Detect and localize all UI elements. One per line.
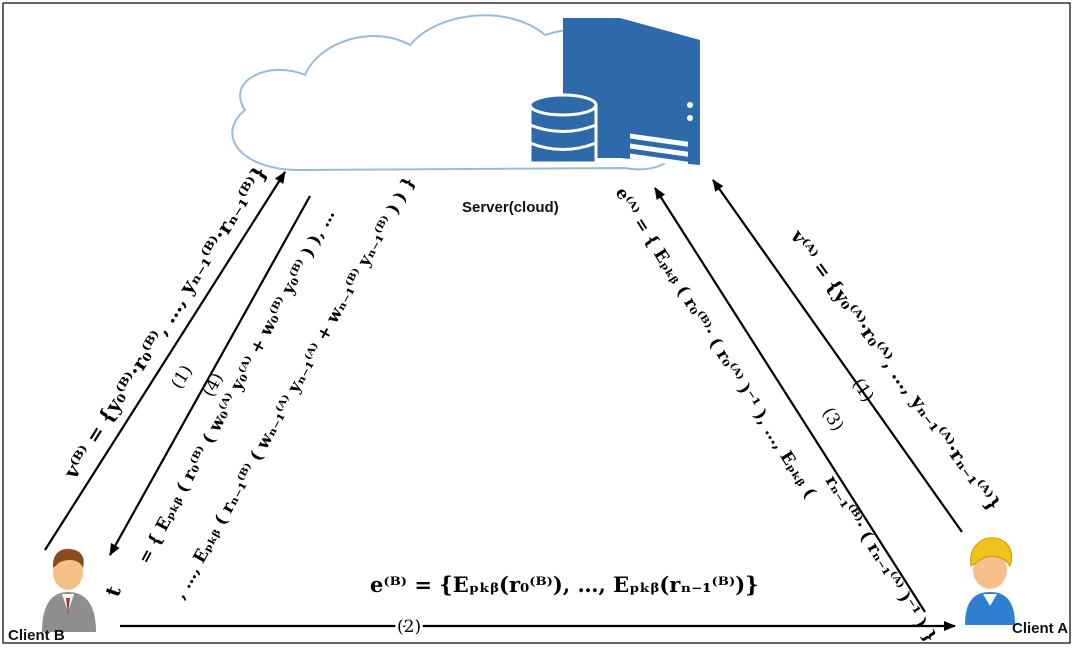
step-label-1-right: (1) xyxy=(848,375,878,406)
arrow-step-3 xyxy=(654,187,926,613)
arrow-step-4 xyxy=(109,195,311,556)
formula-v-a: v⁽ᴬ⁾ = {y₀⁽ᴬ⁾·r₀⁽ᴬ⁾, …, yₙ₋₁⁽ᴬ⁾·rₙ₋₁⁽ᴬ⁾} xyxy=(785,225,1004,515)
formula-e-a-line1: e⁽ᴬ⁾ = { Eₚₖᵦ ( r₀⁽ᴮ⁾· ( r₀⁽ᴬ⁾ )⁻¹ ), …,… xyxy=(611,184,820,502)
formula-t-prefix: t xyxy=(100,582,126,600)
server-label: Server(cloud) xyxy=(462,199,559,216)
step-label-1-left: (1) xyxy=(167,362,197,393)
database-icon xyxy=(528,93,598,165)
arrow-step-1-client-b xyxy=(44,171,286,551)
formula-e-a-line2: rₙ₋₁⁽ᴮ⁾· ( rₙ₋₁⁽ᴬ⁾ )⁻¹ ) } xyxy=(821,472,940,646)
client-b-label: Client B xyxy=(8,627,65,644)
arrow-step-1-client-a xyxy=(712,179,963,533)
client-b-avatar-icon xyxy=(42,548,96,632)
client-a-label: Client A xyxy=(1012,620,1068,637)
client-a-avatar-icon xyxy=(965,537,1015,625)
step-label-3-right: (3) xyxy=(818,404,848,435)
step-label-2-bottom: (2) xyxy=(397,617,421,637)
formula-e-b: e⁽ᴮ⁾ = {Eₚₖᵦ(r₀⁽ᴮ⁾), …, Eₚₖᵦ(rₙ₋₁⁽ᴮ⁾)} xyxy=(370,572,759,597)
server-icon xyxy=(563,18,700,167)
formula-t-line1: = { Eₚₖᵦ ( r₀⁽ᴮ⁾ ( w₀⁽ᴬ⁾ y₀⁽ᴬ⁾ + w₀⁽ᴮ⁾ y… xyxy=(135,206,340,567)
